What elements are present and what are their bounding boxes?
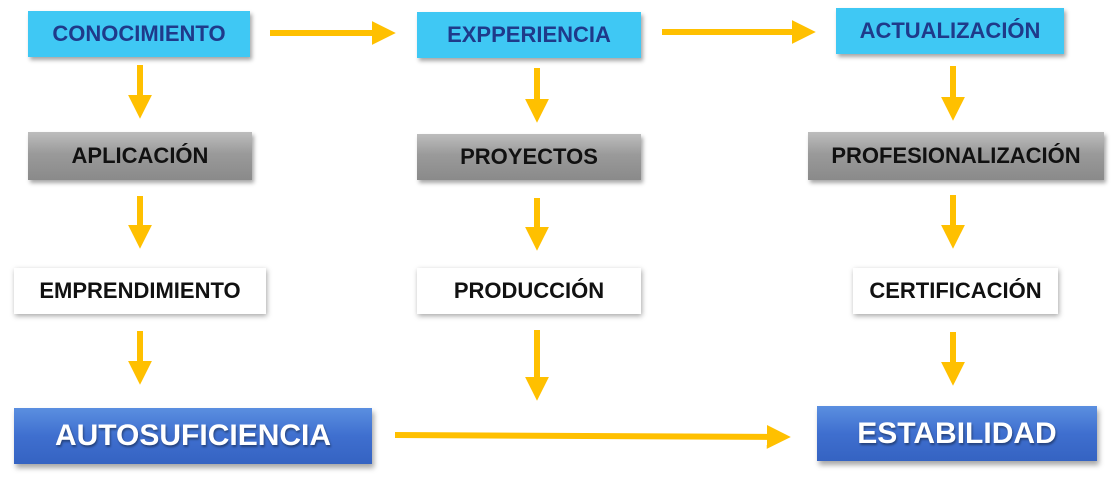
node-actualizacion: ACTUALIZACIÓN: [836, 8, 1064, 54]
node-conocimiento: CONOCIMIENTO: [28, 11, 250, 57]
node-autosuficiencia: AUTOSUFICIENCIA: [14, 408, 372, 464]
node-experiencia: EXPPERIENCIA: [417, 12, 641, 58]
node-emprendimiento: EMPRENDIMIENTO: [14, 268, 266, 314]
node-aplicacion: APLICACIÓN: [28, 132, 252, 180]
node-proyectos: PROYECTOS: [417, 134, 641, 180]
node-certificacion: CERTIFICACIÓN: [853, 268, 1058, 314]
arrow-autosuficiencia-to-estabilidad: [394, 424, 791, 449]
node-produccion: PRODUCCIÓN: [417, 268, 641, 314]
node-profesionalizacion: PROFESIONALIZACIÓN: [808, 132, 1104, 180]
node-estabilidad: ESTABILIDAD: [817, 406, 1097, 461]
